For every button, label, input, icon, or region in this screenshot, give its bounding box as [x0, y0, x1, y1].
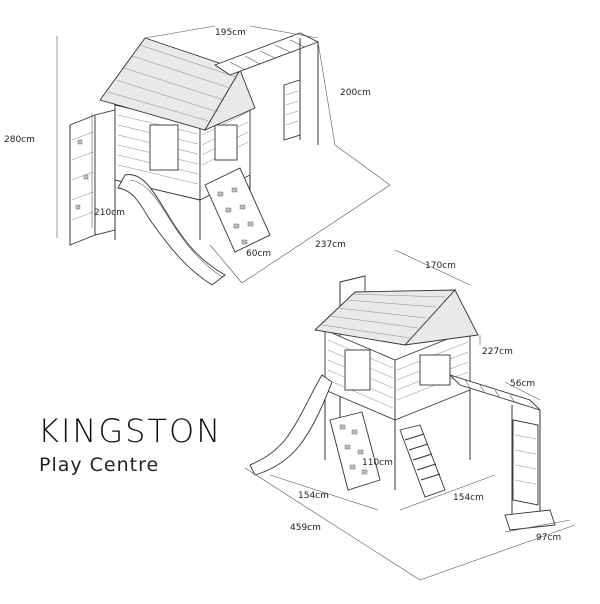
- dim-top-width-bottom: 170cm: [425, 261, 456, 271]
- dimension-lines-top: [56, 25, 391, 284]
- dim-wall-width: 60cm: [246, 249, 271, 259]
- slide-top: [117, 174, 226, 286]
- monkey-bar-top: [214, 32, 320, 145]
- dim-total-height: 280cm: [4, 135, 35, 145]
- product-subtitle: Play Centre: [39, 454, 160, 476]
- dim-bar-height-bottom: 227cm: [482, 347, 513, 357]
- monkey-bar-bottom: [449, 374, 556, 531]
- dimension-lines-bottom: [244, 249, 576, 581]
- dim-top-width: 195cm: [215, 28, 246, 38]
- roof-bottom: [314, 289, 479, 346]
- playset-view-top: 195cm 200cm 280cm 210cm 237cm 60cm: [4, 25, 391, 286]
- climbing-ramp-top: [204, 167, 271, 253]
- dim-end-depth: 97cm: [536, 533, 561, 543]
- product-title: KINGSTON: [38, 412, 223, 450]
- dim-floor-height: 110cm: [362, 458, 393, 468]
- slide-bottom: [249, 374, 333, 476]
- ladder-bottom: [399, 424, 446, 498]
- roof-top: [99, 37, 256, 131]
- dim-bar-width-bottom: 56cm: [510, 379, 535, 389]
- climbing-frame-left: [69, 109, 116, 246]
- playhouse-lower: [324, 329, 471, 490]
- climbing-wall-bottom: [329, 411, 381, 491]
- playset-view-bottom: 170cm 227cm 56cm 110cm 154cm 154cm 459cm…: [244, 249, 576, 581]
- dim-deck-height: 210cm: [94, 208, 125, 218]
- dim-bar-height: 200cm: [340, 88, 371, 98]
- dim-total-length: 459cm: [290, 523, 321, 533]
- dim-side-b: 154cm: [453, 493, 484, 503]
- dim-length: 237cm: [315, 240, 346, 250]
- dim-side-a: 154cm: [298, 491, 329, 501]
